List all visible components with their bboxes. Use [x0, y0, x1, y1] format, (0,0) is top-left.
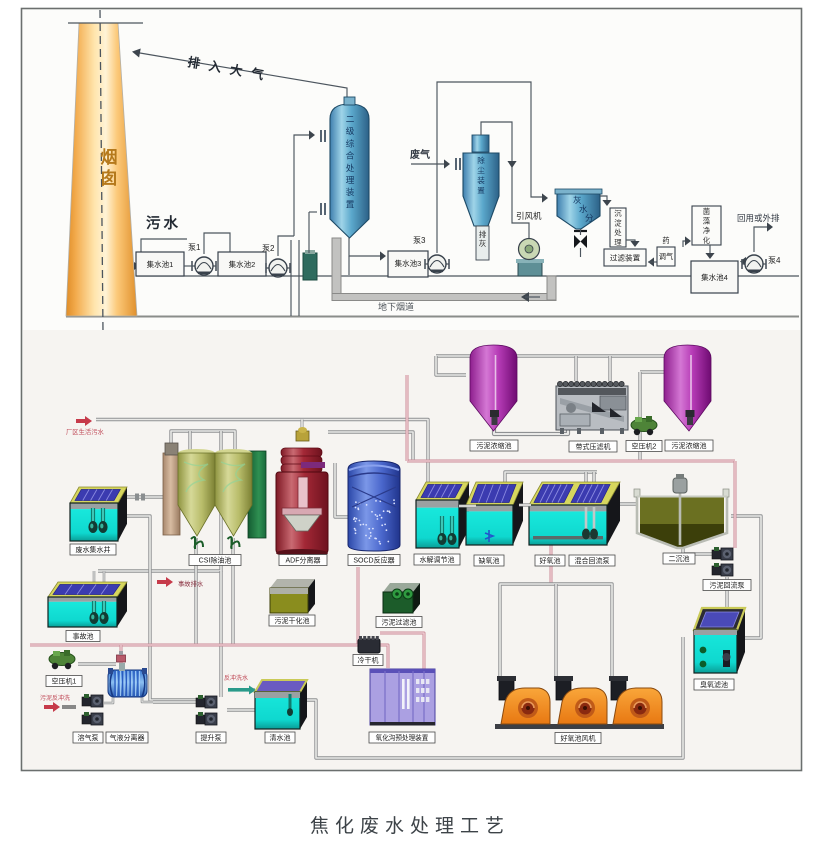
svg-text:二: 二 — [346, 114, 355, 124]
svg-text:提升泵: 提升泵 — [201, 733, 222, 742]
svg-text:溶气泵: 溶气泵 — [78, 733, 99, 742]
svg-text:水解调节池: 水解调节池 — [420, 555, 455, 564]
svg-text:囱: 囱 — [101, 168, 118, 188]
svg-text:气液分离器: 气液分离器 — [110, 733, 145, 742]
svg-text:理: 理 — [614, 238, 622, 247]
svg-text:藻: 藻 — [703, 217, 711, 226]
svg-text:污泥回流泵: 污泥回流泵 — [710, 581, 745, 590]
svg-text:化: 化 — [703, 236, 711, 245]
svg-text:好氧池: 好氧池 — [540, 556, 561, 565]
svg-text:反冲洗水: 反冲洗水 — [224, 674, 248, 682]
svg-text:级: 级 — [346, 125, 355, 136]
svg-text:过滤装置: 过滤装置 — [610, 253, 641, 263]
svg-text:烟: 烟 — [101, 147, 118, 167]
svg-text:污泥浓缩池: 污泥浓缩池 — [672, 441, 707, 450]
svg-text:厂区生活污水: 厂区生活污水 — [66, 427, 104, 436]
svg-text:ADF分离器: ADF分离器 — [286, 556, 321, 565]
svg-text:集水池2: 集水池2 — [229, 259, 256, 269]
svg-text:沉: 沉 — [614, 209, 622, 218]
svg-text:除: 除 — [477, 155, 485, 165]
svg-text:合: 合 — [346, 150, 355, 161]
svg-text:CSI除油池: CSI除油池 — [199, 556, 232, 565]
svg-text:泵4: 泵4 — [768, 256, 781, 265]
svg-text:污泥浓缩池: 污泥浓缩池 — [477, 441, 512, 450]
svg-text:好氧池风机: 好氧池风机 — [561, 734, 596, 743]
svg-text:综: 综 — [346, 137, 355, 148]
svg-text:理: 理 — [346, 175, 355, 185]
svg-text:冷干机: 冷干机 — [358, 656, 379, 665]
svg-text:臭氧滤池: 臭氧滤池 — [700, 680, 728, 689]
svg-text:混合回流泵: 混合回流泵 — [575, 556, 610, 565]
svg-text:排: 排 — [479, 229, 487, 239]
svg-text:带式压滤机: 带式压滤机 — [576, 442, 611, 451]
svg-text:泵2: 泵2 — [262, 244, 275, 253]
svg-text:二沉池: 二沉池 — [669, 554, 690, 563]
svg-text:药: 药 — [662, 236, 669, 245]
svg-text:淀: 淀 — [614, 219, 622, 228]
svg-text:水: 水 — [579, 204, 588, 214]
svg-text:污泥过滤池: 污泥过滤池 — [382, 618, 417, 627]
svg-text:处: 处 — [346, 162, 355, 173]
svg-text:空压机1: 空压机1 — [52, 677, 77, 686]
svg-text:废水集水井: 废水集水井 — [76, 545, 111, 554]
svg-text:装: 装 — [477, 175, 485, 185]
svg-text:污泥干化池: 污泥干化池 — [275, 616, 310, 625]
svg-text:置: 置 — [477, 186, 485, 195]
svg-text:SOCD反应器: SOCD反应器 — [353, 556, 394, 565]
svg-text:清水池: 清水池 — [270, 733, 291, 742]
svg-text:污泥反冲洗: 污泥反冲洗 — [40, 694, 70, 702]
svg-text:回用或外排: 回用或外排 — [737, 213, 780, 223]
svg-text:净: 净 — [703, 226, 711, 235]
svg-text:尘: 尘 — [477, 165, 485, 175]
svg-text:灰: 灰 — [573, 195, 582, 205]
svg-text:调气: 调气 — [659, 252, 673, 261]
svg-text:集水池1: 集水池1 — [147, 259, 174, 269]
svg-text:污水: 污水 — [146, 214, 181, 232]
svg-text:废气: 废气 — [410, 148, 430, 161]
svg-text:泵3: 泵3 — [413, 236, 426, 245]
svg-text:分: 分 — [585, 213, 594, 223]
svg-text:事故排水: 事故排水 — [178, 579, 204, 588]
svg-text:事故池: 事故池 — [73, 632, 94, 641]
svg-text:装: 装 — [346, 186, 355, 197]
svg-text:泵1: 泵1 — [188, 243, 201, 252]
svg-text:地下烟道: 地下烟道 — [378, 301, 414, 312]
svg-text:菌: 菌 — [703, 207, 710, 216]
svg-text:氧化沟预处理装置: 氧化沟预处理装置 — [376, 733, 429, 742]
svg-text:集水池3: 集水池3 — [395, 258, 422, 268]
svg-text:置: 置 — [346, 199, 355, 209]
svg-text:焦化废水处理工艺: 焦化废水处理工艺 — [310, 815, 510, 837]
svg-text:缺氧池: 缺氧池 — [479, 556, 500, 565]
svg-text:空压机2: 空压机2 — [632, 442, 657, 451]
svg-text:集水池4: 集水池4 — [701, 272, 728, 282]
svg-text:引风机: 引风机 — [516, 211, 542, 221]
svg-text:处: 处 — [614, 228, 622, 237]
svg-text:灰: 灰 — [479, 238, 487, 248]
